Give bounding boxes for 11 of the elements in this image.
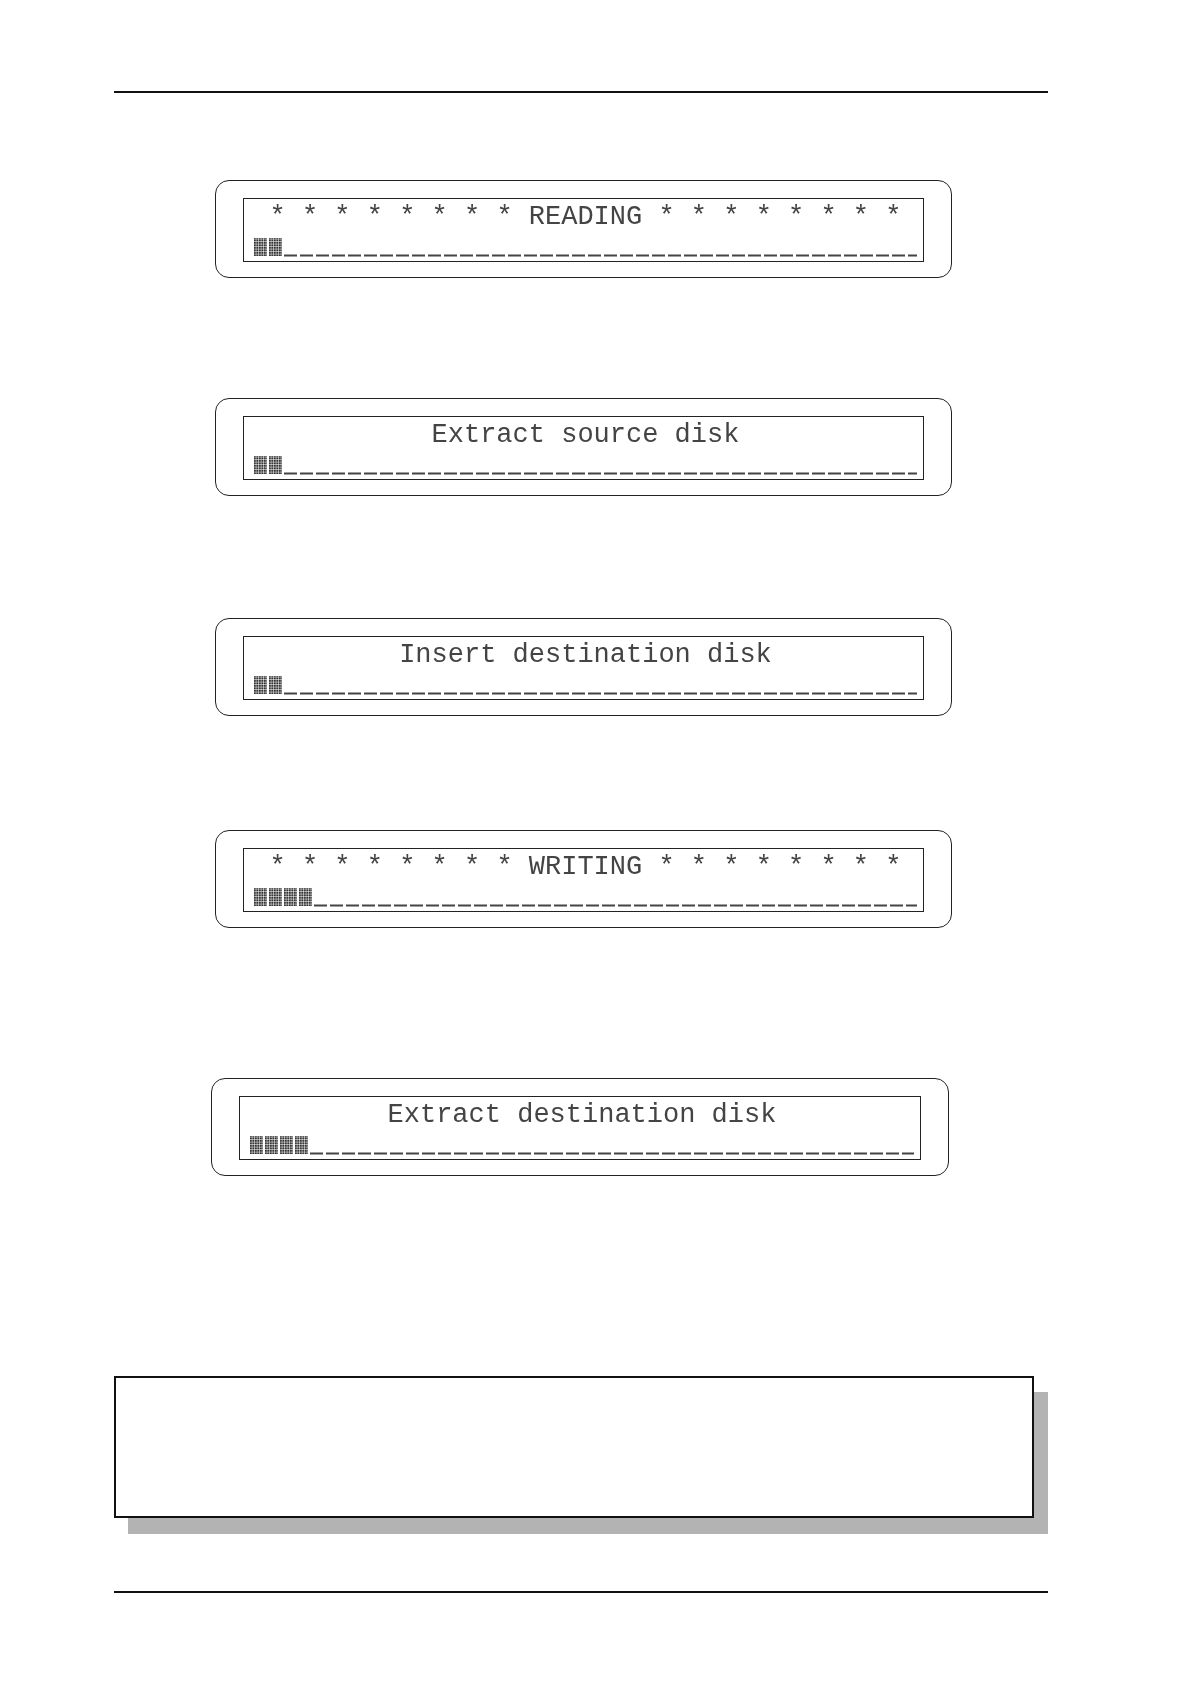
lcd-message: Insert destination disk	[398, 640, 773, 670]
lcd-display	[215, 398, 952, 496]
lcd-display	[211, 1078, 949, 1176]
lcd-message: * * * * * * * * READING * * * * * * * *	[268, 202, 903, 232]
lcd-display	[215, 618, 952, 716]
lcd-message: Extract destination disk	[386, 1100, 778, 1130]
lcd-display	[215, 830, 952, 928]
empty-note-box	[114, 1376, 1034, 1518]
lcd-message: * * * * * * * * WRITING * * * * * * * *	[268, 852, 903, 882]
lcd-display	[215, 180, 952, 278]
lcd-message: Extract source disk	[430, 420, 741, 450]
